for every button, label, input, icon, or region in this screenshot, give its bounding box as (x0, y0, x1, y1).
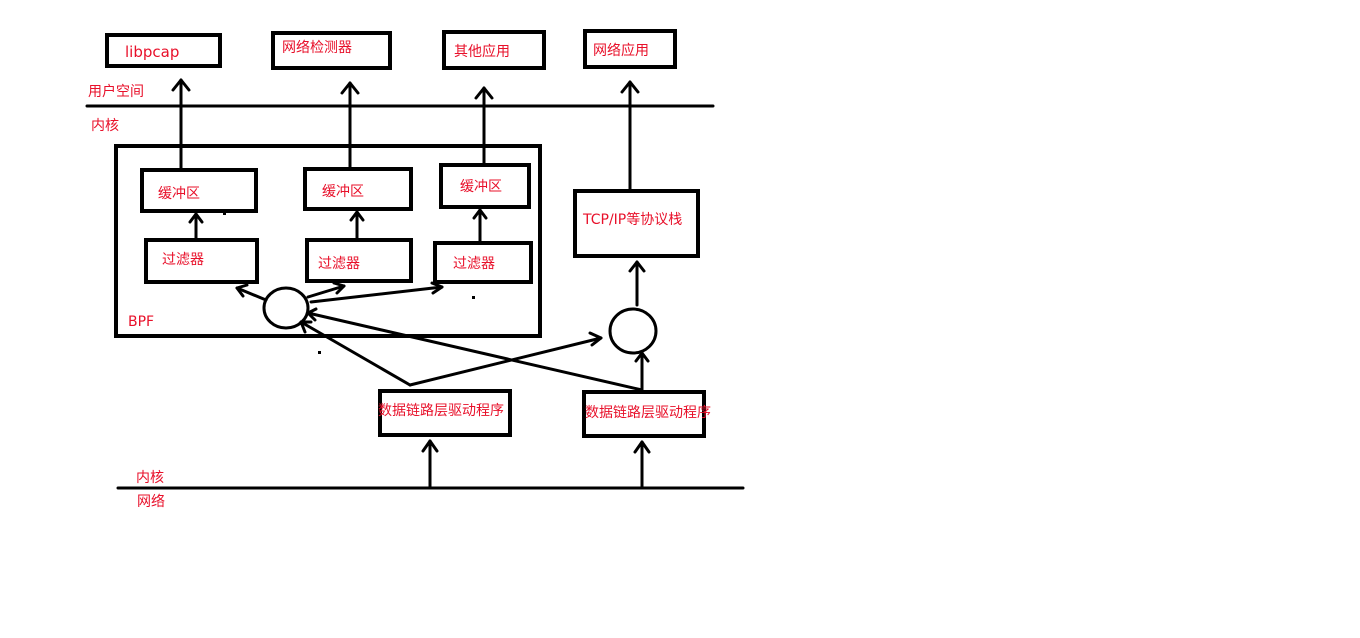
filter-box-3: 过滤器 (433, 241, 533, 284)
protocol-tap-circle (608, 307, 658, 355)
buffer-box-2: 缓冲区 (303, 167, 413, 211)
arrow-tap-to-filter2 (306, 281, 346, 299)
arrow-driver2-to-bpf-tap (306, 307, 644, 392)
filter-label-2: 过滤器 (318, 256, 360, 272)
bpf-tap-circle (262, 286, 310, 330)
arrow-tap-to-filter1 (235, 283, 268, 302)
arrow-tcpip-to-network-app (620, 80, 640, 193)
buffer-label-1: 缓冲区 (158, 186, 200, 202)
arrow-driver2-to-protocol-tap (634, 351, 650, 392)
network-detector-box: 网络检测器 (271, 31, 392, 70)
driver-box-1: 数据链路层驱动程序 (378, 389, 512, 437)
driver-label-1: 数据链路层驱动程序 (378, 403, 504, 419)
stray-dot-3 (318, 351, 321, 354)
arrow-protocol-tap-to-tcpip (628, 260, 646, 307)
stray-dot-1 (223, 212, 226, 215)
network-app-label: 网络应用 (593, 42, 649, 59)
arrow-buffer3-to-other-app (474, 86, 494, 167)
arrow-network-to-driver2 (633, 440, 651, 490)
driver-box-2: 数据链路层驱动程序 (582, 390, 711, 438)
arrow-buffer1-to-libpcap (171, 78, 191, 172)
network-app-box: 网络应用 (583, 29, 677, 69)
kernel-top-label: 内核 (91, 118, 119, 134)
user-space-label: 用户空间 (88, 83, 144, 100)
arrow-filter2-to-buffer2 (349, 210, 365, 242)
arrow-network-to-driver1 (421, 439, 439, 490)
tcpip-stack-box: TCP/IP等协议栈 (573, 189, 700, 258)
filter-box-1: 过滤器 (144, 238, 259, 284)
libpcap-label: libpcap (125, 43, 179, 61)
buffer-label-3: 缓冲区 (460, 179, 502, 195)
arrow-filter3-to-buffer3 (472, 208, 488, 245)
kernel-bottom-label: 内核 (136, 470, 164, 486)
arrow-tap-to-filter3 (309, 281, 444, 304)
other-app-label: 其他应用 (454, 43, 510, 60)
buffer-box-1: 缓冲区 (140, 168, 258, 213)
buffer-box-3: 缓冲区 (439, 163, 531, 209)
stray-dot-2 (472, 296, 475, 299)
buffer-label-2: 缓冲区 (322, 184, 364, 200)
libpcap-box: libpcap (105, 33, 222, 68)
arrow-driver1-to-taps (299, 320, 603, 387)
tcpip-stack-label: TCP/IP等协议栈 (582, 211, 682, 228)
other-app-box: 其他应用 (442, 30, 546, 70)
bpf-label: BPF (128, 314, 154, 330)
filter-label-3: 过滤器 (453, 256, 495, 272)
filter-label-1: 过滤器 (162, 252, 204, 268)
filter-box-2: 过滤器 (305, 238, 413, 283)
arrow-buffer2-to-detector (340, 81, 360, 171)
network-detector-label: 网络检测器 (282, 40, 352, 56)
driver-label-2: 数据链路层驱动程序 (585, 405, 711, 421)
network-label: 网络 (137, 494, 165, 510)
arrow-filter1-to-buffer1 (188, 212, 204, 242)
